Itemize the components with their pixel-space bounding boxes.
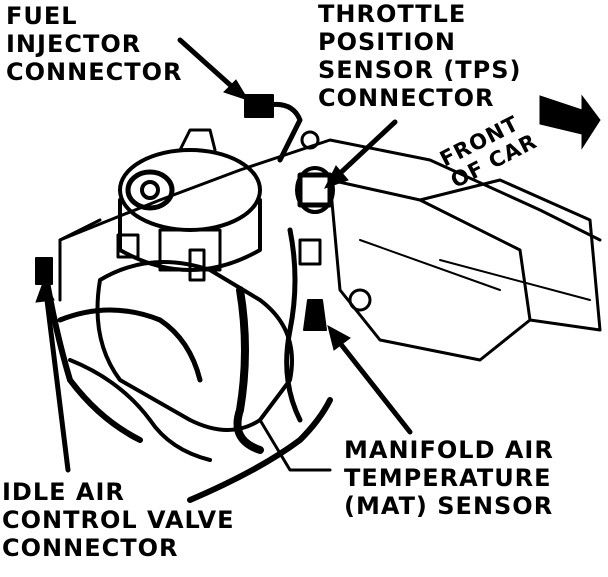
mat-pointer [333, 335, 413, 435]
fender-line [439, 259, 591, 301]
tps-connector-label: THROTTLE POSITION SENSOR (TPS) CONNECTOR [318, 0, 521, 112]
iac-valve-connector-label: IDLE AIR CONTROL VALVE CONNECTOR [2, 478, 234, 562]
fuel-injector-connector-label: FUEL INJECTOR CONNECTOR [6, 2, 182, 86]
label-line: TEMPERATURE [344, 464, 552, 492]
intake-runner-1 [57, 307, 203, 383]
throttle-body-inner [125, 169, 175, 211]
engine-block-outline [58, 138, 602, 242]
label-line: CONTROL VALVE [2, 506, 235, 534]
valve-cover-rib [359, 239, 501, 291]
manifold-body [95, 260, 294, 432]
tps-pointer [332, 119, 398, 181]
label-line: THROTTLE [318, 0, 467, 28]
label-line: MANIFOLD AIR [344, 436, 554, 464]
harness-tps [284, 227, 303, 423]
label-line: FUEL [6, 2, 78, 30]
harness-left [42, 267, 143, 443]
tps-connector-shape [297, 172, 333, 208]
mat-sensor-shape [303, 299, 327, 331]
front-of-car-arrow [539, 94, 601, 150]
fuel-injector-connector-shape [244, 94, 274, 118]
harness-main [233, 286, 264, 454]
iac-pointer [43, 289, 71, 473]
label-line: (MAT) SENSOR [344, 492, 554, 520]
label-line: SENSOR (TPS) [318, 56, 522, 84]
label-line: POSITION [318, 28, 456, 56]
fuel-injector-pointer [177, 37, 241, 95]
label-line: INJECTOR [6, 30, 142, 58]
label-line: IDLE AIR [2, 478, 125, 506]
label-line: CONNECTOR [2, 534, 179, 562]
mat-sensor-label: MANIFOLD AIR TEMPERATURE (MAT) SENSOR [344, 436, 554, 520]
harness-lower [187, 397, 333, 503]
label-line: CONNECTOR [6, 58, 183, 86]
side-panel [418, 178, 602, 332]
intake-runner-2 [68, 358, 212, 462]
label-line: CONNECTOR [318, 84, 495, 112]
valve-cover [328, 178, 532, 362]
